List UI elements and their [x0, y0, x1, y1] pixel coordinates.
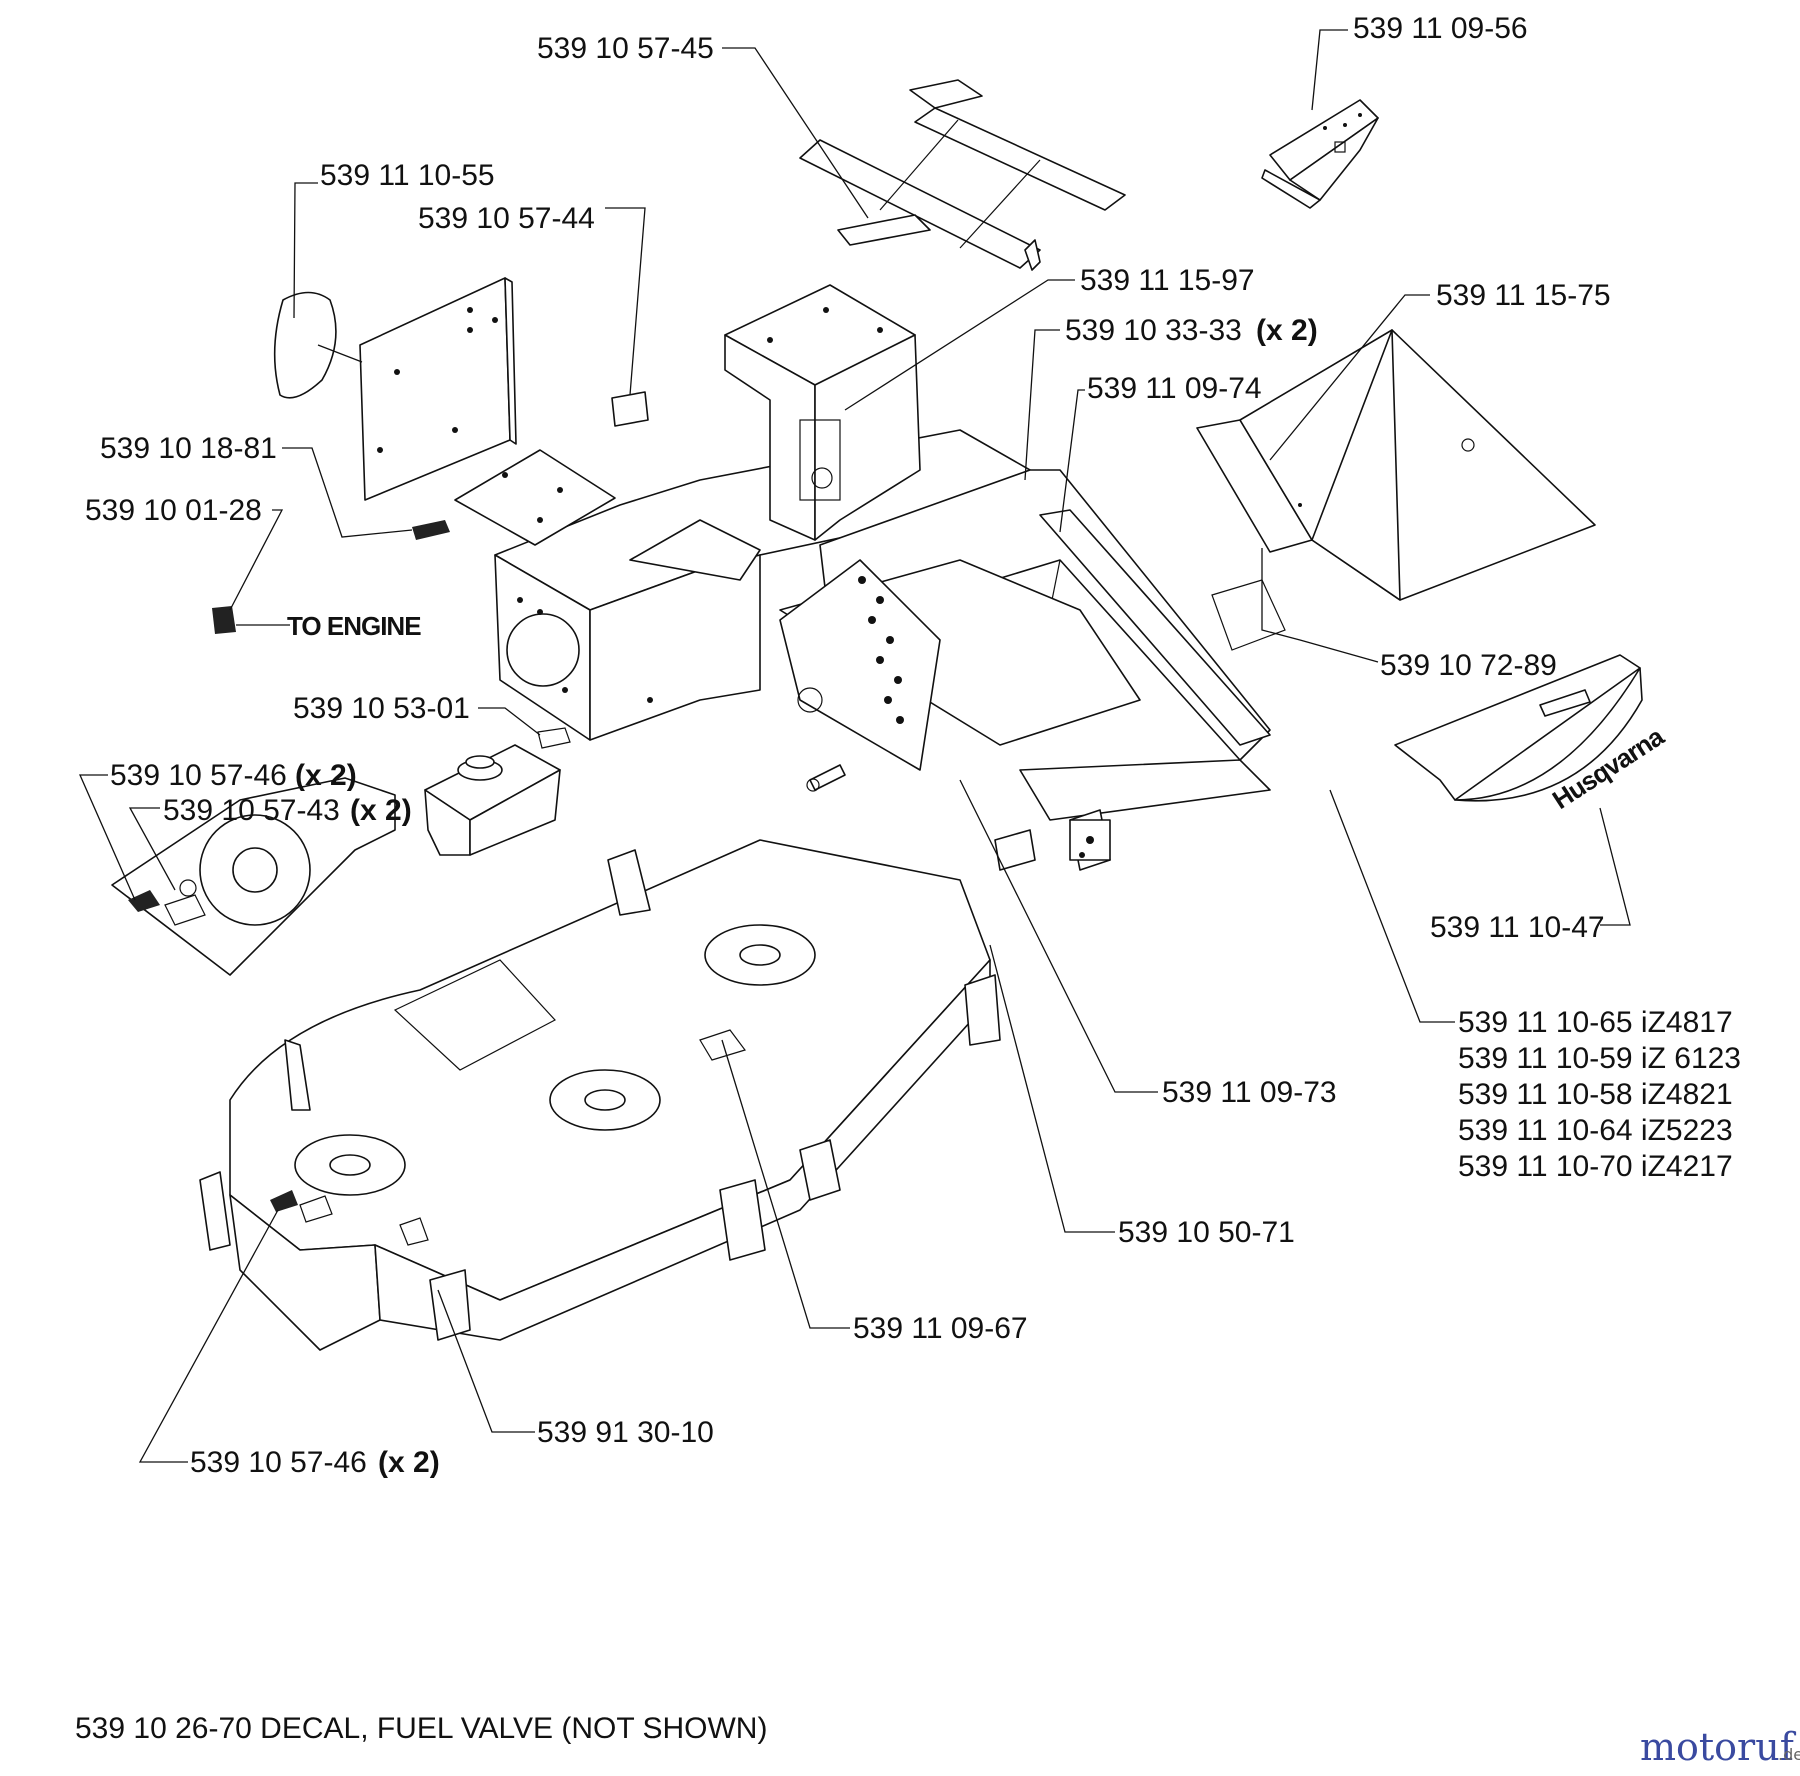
- deck-cover: [111, 777, 396, 976]
- label-539-10-57-46-top: 539 10 57-46: [110, 759, 287, 792]
- label-539-10-57-46-bottom-qty: (x 2): [378, 1446, 440, 1479]
- label-539-11-09-67: 539 11 09-67: [853, 1312, 1028, 1345]
- decal-53-01: [537, 727, 571, 749]
- leader-lines: [79, 29, 1631, 1463]
- footer-note: 539 10 26-70 DECAL, FUEL VALVE (NOT SHOW…: [75, 1712, 767, 1745]
- label-539-10-57-43-qty: (x 2): [350, 794, 412, 827]
- label-539-10-57-46-top-qty: (x 2): [295, 759, 357, 792]
- label-539-11-09-74: 539 11 09-74: [1087, 372, 1262, 405]
- control-bracket: [1261, 99, 1379, 209]
- heat-shield-flap: [273, 291, 337, 399]
- seat-pan-plate: [359, 277, 517, 501]
- mower-deck: [199, 839, 1001, 1351]
- label-539-10-57-43: 539 10 57-43: [163, 794, 340, 827]
- label-539-10-57-44: 539 10 57-44: [418, 202, 595, 235]
- label-539-10-72-89: 539 10 72-89: [1380, 649, 1557, 682]
- label-539-10-50-71: 539 10 50-71: [1118, 1216, 1295, 1249]
- label-539-11-10-55: 539 11 10-55: [320, 159, 495, 192]
- label-539-10-57-46-bottom: 539 10 57-46: [190, 1446, 367, 1479]
- decal-72-89: [1211, 579, 1286, 651]
- label-539-10-18-81: 539 10 18-81: [100, 432, 277, 465]
- side-shield: [1196, 329, 1596, 601]
- watermark-suffix: .de: [1778, 1745, 1800, 1764]
- label-539-11-10-59: 539 11 10-59 iZ 6123: [1458, 1042, 1741, 1075]
- decal-01-28: [212, 606, 236, 634]
- label-539-10-33-33: 539 10 33-33: [1065, 314, 1242, 347]
- label-to-engine: TO ENGINE: [287, 611, 421, 641]
- label-539-11-10-58: 539 11 10-58 iZ4821: [1458, 1078, 1733, 1111]
- fuel-tank: [424, 744, 561, 856]
- label-539-11-10-47: 539 11 10-47: [1430, 911, 1605, 944]
- decal-57-44: [611, 391, 649, 427]
- belt-cover: [1394, 654, 1643, 802]
- watermark: motoruf .de: [1640, 1725, 1800, 1769]
- decal-18-81: [412, 520, 450, 540]
- label-539-11-10-65: 539 11 10-65 iZ4817: [1458, 1006, 1733, 1039]
- label-539-10-01-28: 539 10 01-28: [85, 494, 262, 527]
- label-539-11-09-73: 539 11 09-73: [1162, 1076, 1337, 1109]
- label-539-11-10-64: 539 11 10-64 iZ5223: [1458, 1114, 1733, 1147]
- label-539-10-33-33-qty: (x 2): [1256, 314, 1318, 347]
- main-frame: [454, 284, 1271, 871]
- label-539-91-30-10: 539 91 30-10: [537, 1416, 714, 1449]
- label-539-11-15-97: 539 11 15-97: [1080, 264, 1255, 297]
- seat-support-frame: [799, 79, 1126, 271]
- label-539-10-53-01: 539 10 53-01: [293, 692, 470, 725]
- label-539-11-15-75: 539 11 15-75: [1436, 279, 1611, 312]
- part-labels: 539 10 57-45 539 11 09-56 539 11 10-55 5…: [85, 12, 1741, 1479]
- label-539-11-09-56: 539 11 09-56: [1353, 12, 1528, 45]
- watermark-brand: motoruf: [1640, 1725, 1797, 1769]
- label-539-10-57-45: 539 10 57-45: [537, 32, 714, 65]
- label-539-11-10-70: 539 11 10-70 iZ4217: [1458, 1150, 1733, 1183]
